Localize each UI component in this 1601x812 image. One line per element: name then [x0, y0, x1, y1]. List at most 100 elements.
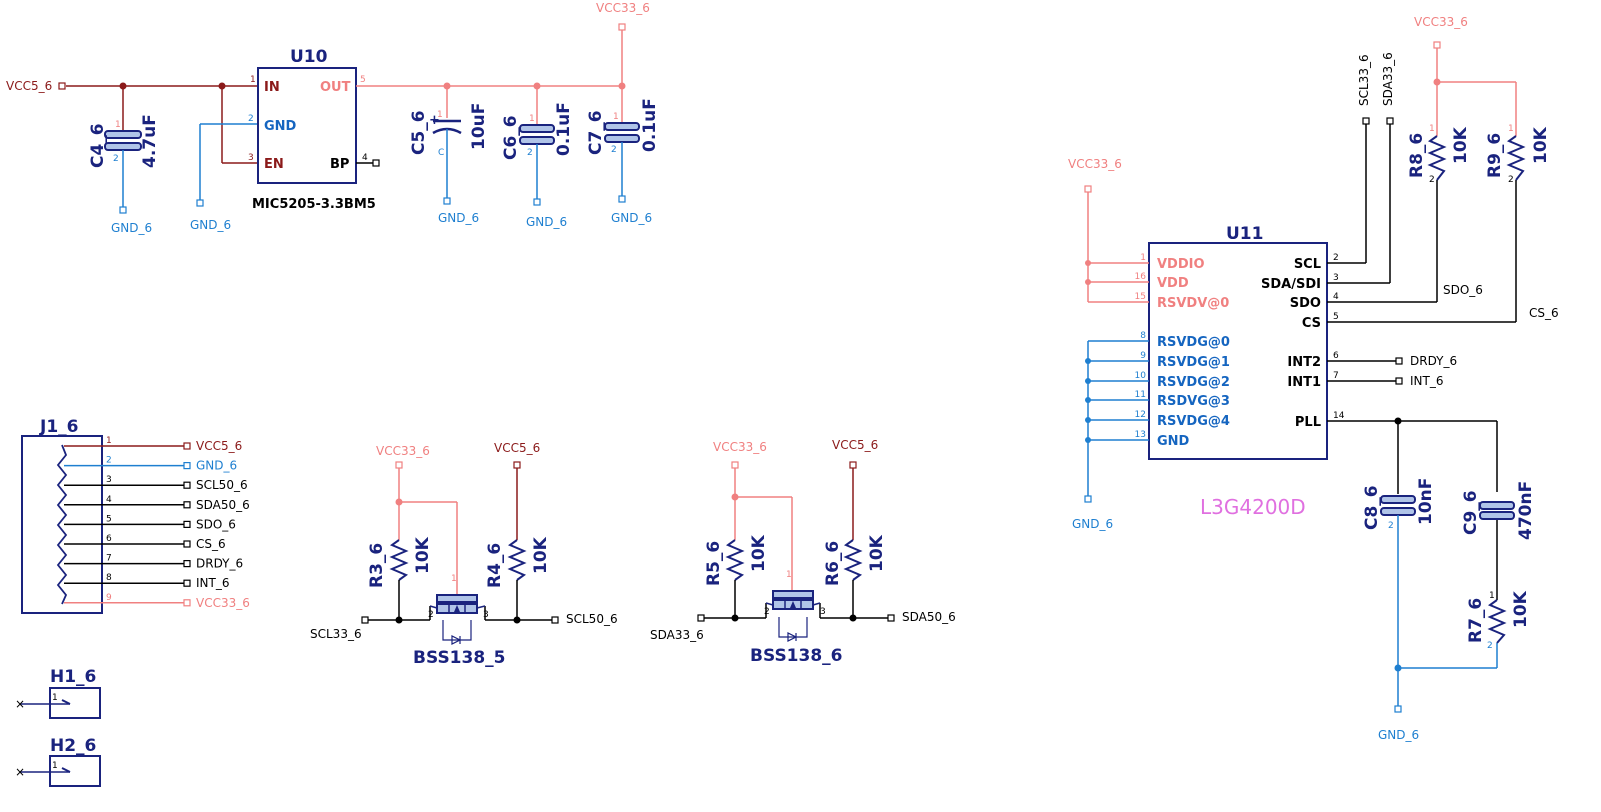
mosfet-q1: 1 2 3 BSS138_5	[413, 574, 506, 668]
j1-pin-net-label: SCL50_6	[196, 478, 248, 492]
pin-number: 1	[437, 110, 443, 120]
vcc5-port-symbol	[513, 461, 521, 469]
resistor-r8	[1427, 135, 1447, 181]
u11-pin-number: 7	[1333, 371, 1339, 381]
junction-dot	[618, 82, 626, 90]
vcc33-port-symbol	[395, 461, 403, 469]
j1-pin-number: 7	[106, 554, 112, 564]
u11-pin-name: VDDIO	[1157, 257, 1205, 272]
gnd-net-label: GND_6	[1378, 728, 1419, 742]
j1-pin-net-label: DRDY_6	[196, 557, 243, 571]
pin-number: 1	[786, 570, 792, 580]
int-net-label: INT_6	[1410, 374, 1443, 388]
u11-pin-name: CS	[1302, 316, 1321, 331]
u11-pin-number: 13	[1135, 430, 1146, 440]
pin-number: 1	[52, 761, 58, 771]
regulator-section: VCC5_6 1 2 C4_6 4.7uF GND_6 GND_6 U10 MI…	[6, 1, 660, 235]
no-connect-icon: ×	[15, 765, 25, 779]
capacitor-c9: C9_6 470nF	[1461, 481, 1536, 540]
r4-value-label: 10K	[531, 536, 551, 574]
mosfet-q2: 1 2 3 BSS138_6	[750, 570, 843, 666]
u11-pin-name: GND	[1157, 434, 1190, 449]
pin-number: 1	[1508, 124, 1514, 134]
pin-number: 4	[362, 153, 368, 163]
regulator-u10: U10 MIC5205-3.3BM5 IN 1 GND 2 EN 3 OUT 5…	[248, 47, 380, 212]
u11-pin-name: VDD	[1157, 276, 1189, 291]
u10-pin-name-bp: BP	[330, 157, 349, 172]
pin-number: 3	[820, 607, 826, 617]
vcc33-net-label: VCC33_6	[1414, 15, 1468, 29]
j1-port-symbol	[183, 462, 191, 470]
junction-dot	[1085, 378, 1091, 384]
u11-pin-name: RSDVG@3	[1157, 394, 1230, 409]
j1-pin-number: 9	[106, 593, 112, 603]
gnd-port-symbol	[119, 206, 127, 214]
pll-gnd-wire	[1397, 515, 1498, 706]
scl50-net-label: SCL50_6	[566, 612, 618, 626]
sda33-port-symbol	[1386, 117, 1394, 125]
vcc33-port-symbol	[618, 23, 626, 31]
junction-dot	[395, 498, 403, 506]
pin-number: 1	[1489, 591, 1495, 601]
capacitor-c5: + 1 C C5_6 10uF	[409, 103, 489, 200]
j1-pin-number: 4	[106, 495, 112, 505]
u11-pin-number: 10	[1135, 371, 1147, 381]
r6-value-label: 10K	[867, 534, 887, 572]
capacitor-c8: C8_6 10nF 2	[1362, 478, 1436, 531]
c8-ref-label: C8_6	[1362, 485, 1382, 530]
sda33-net-label: SDA33_6	[1381, 52, 1395, 106]
u10-pin-name-gnd: GND	[264, 119, 297, 134]
pin-number: 1	[52, 693, 58, 703]
u11-pin-name: INT1	[1287, 375, 1321, 390]
gnd-net-label: GND_6	[438, 211, 479, 225]
u11-pin-number: 15	[1135, 292, 1146, 302]
r8-ref-label: R8_6	[1407, 133, 1427, 178]
u11-part-label: L3G4200D	[1200, 495, 1306, 519]
gyro-u11: U11 L3G4200D	[1148, 224, 1328, 519]
junction-dot	[1394, 664, 1402, 672]
j1-port-symbol	[183, 579, 191, 587]
u11-pin-name: RSVDG@0	[1157, 335, 1230, 350]
u11-pin-number: 14	[1333, 411, 1345, 421]
j1-pin-number: 2	[106, 456, 112, 466]
vcc33-net-label: VCC33_6	[376, 444, 430, 458]
pin-number: 2	[764, 607, 770, 617]
j1-pin-number: 6	[106, 534, 112, 544]
j1-port-symbol	[183, 501, 191, 509]
u11-pin-number: 9	[1140, 351, 1146, 361]
gnd-port-symbol	[618, 195, 626, 203]
c9-ref-label: C9_6	[1461, 490, 1481, 535]
c7-value-label: 0.1uF	[640, 98, 660, 152]
j1-port-symbol	[183, 520, 191, 529]
r8-r9-vcc33-wire	[1436, 48, 1517, 136]
j1-pin-number: 5	[106, 514, 112, 524]
pin-number: 2	[113, 154, 119, 164]
j1-pin-net-label: VCC33_6	[196, 596, 250, 610]
pin-number: 1	[529, 114, 535, 124]
vcc33-net-label: VCC33_6	[596, 1, 650, 15]
gnd-port-symbol	[1394, 705, 1402, 713]
resistor-r7	[1487, 599, 1507, 644]
drdy-net-label: DRDY_6	[1410, 354, 1457, 368]
capacitor-c7: 1 2 C7_6 0.1uF	[586, 98, 660, 196]
vcc5-port-symbol	[849, 461, 857, 469]
capacitor-c6: 1 2 C6_6 0.1uF	[501, 102, 574, 200]
junction-dot	[119, 82, 127, 90]
gnd-net-label: GND_6	[611, 211, 652, 225]
pin-number: 2	[611, 145, 617, 155]
junction-dot	[513, 616, 521, 624]
r7-ref-label: R7_6	[1466, 598, 1486, 643]
pin-number: 2	[1388, 521, 1394, 531]
c4-value-label: 4.7uF	[140, 114, 160, 168]
j1-pin-net-label: SDA50_6	[196, 498, 250, 512]
polarity-plus: +	[429, 113, 440, 128]
vcc33-port-symbol	[731, 461, 739, 469]
j1-ref-label: J1_6	[39, 417, 78, 437]
level-shifter-scl: VCC33_6 VCC5_6 R3_6 10K R4_6 10K SCL33_6	[310, 441, 618, 668]
vcc33-net-label: VCC33_6	[1068, 157, 1122, 171]
u11-pin-name: RSVDG@2	[1157, 375, 1230, 390]
u10-pin-name-en: EN	[264, 157, 284, 172]
c5-value-label: 10uF	[469, 103, 489, 150]
pin-number: 2	[248, 114, 254, 124]
